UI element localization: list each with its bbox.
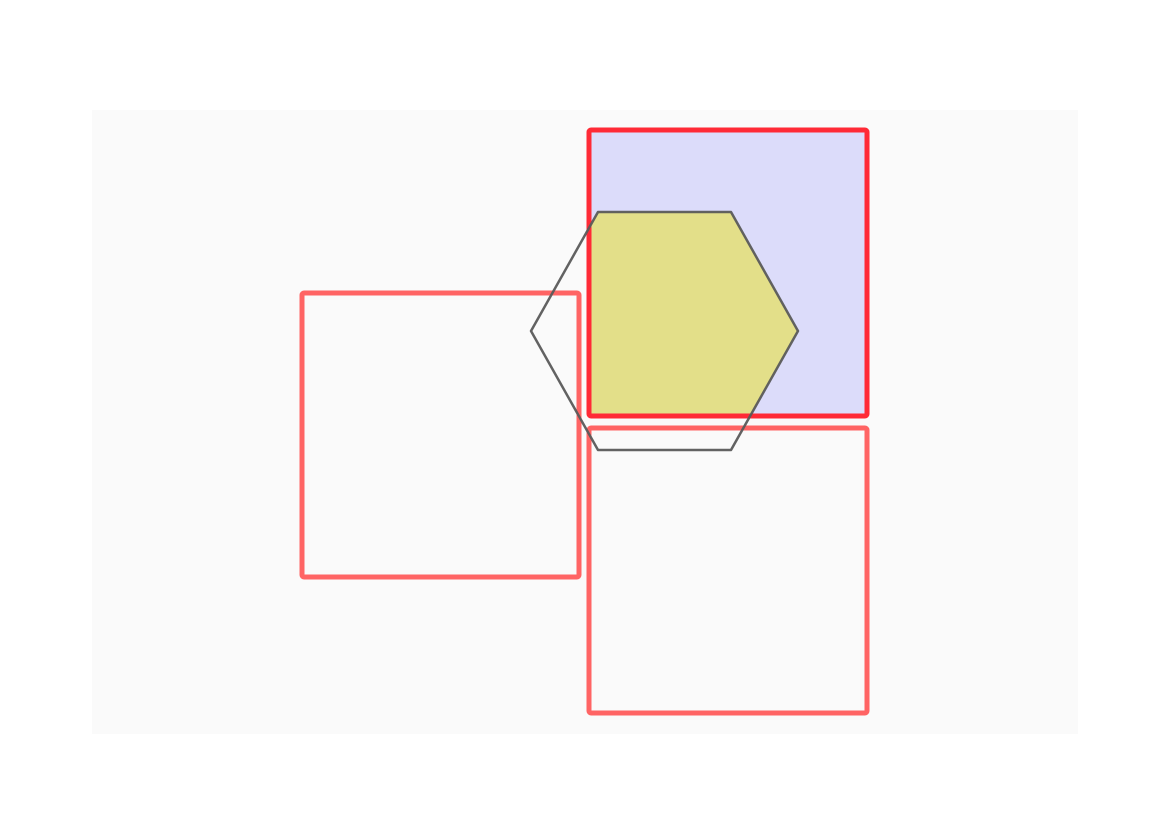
square-left: [299, 290, 582, 580]
hexagon-outline: [529, 210, 800, 452]
square-top-right-highlighted: [586, 127, 870, 419]
hexagon-square-intersection-fill: [589, 212, 798, 416]
square-bottom-right: [586, 425, 870, 716]
plot-panel-background: [92, 110, 1078, 734]
